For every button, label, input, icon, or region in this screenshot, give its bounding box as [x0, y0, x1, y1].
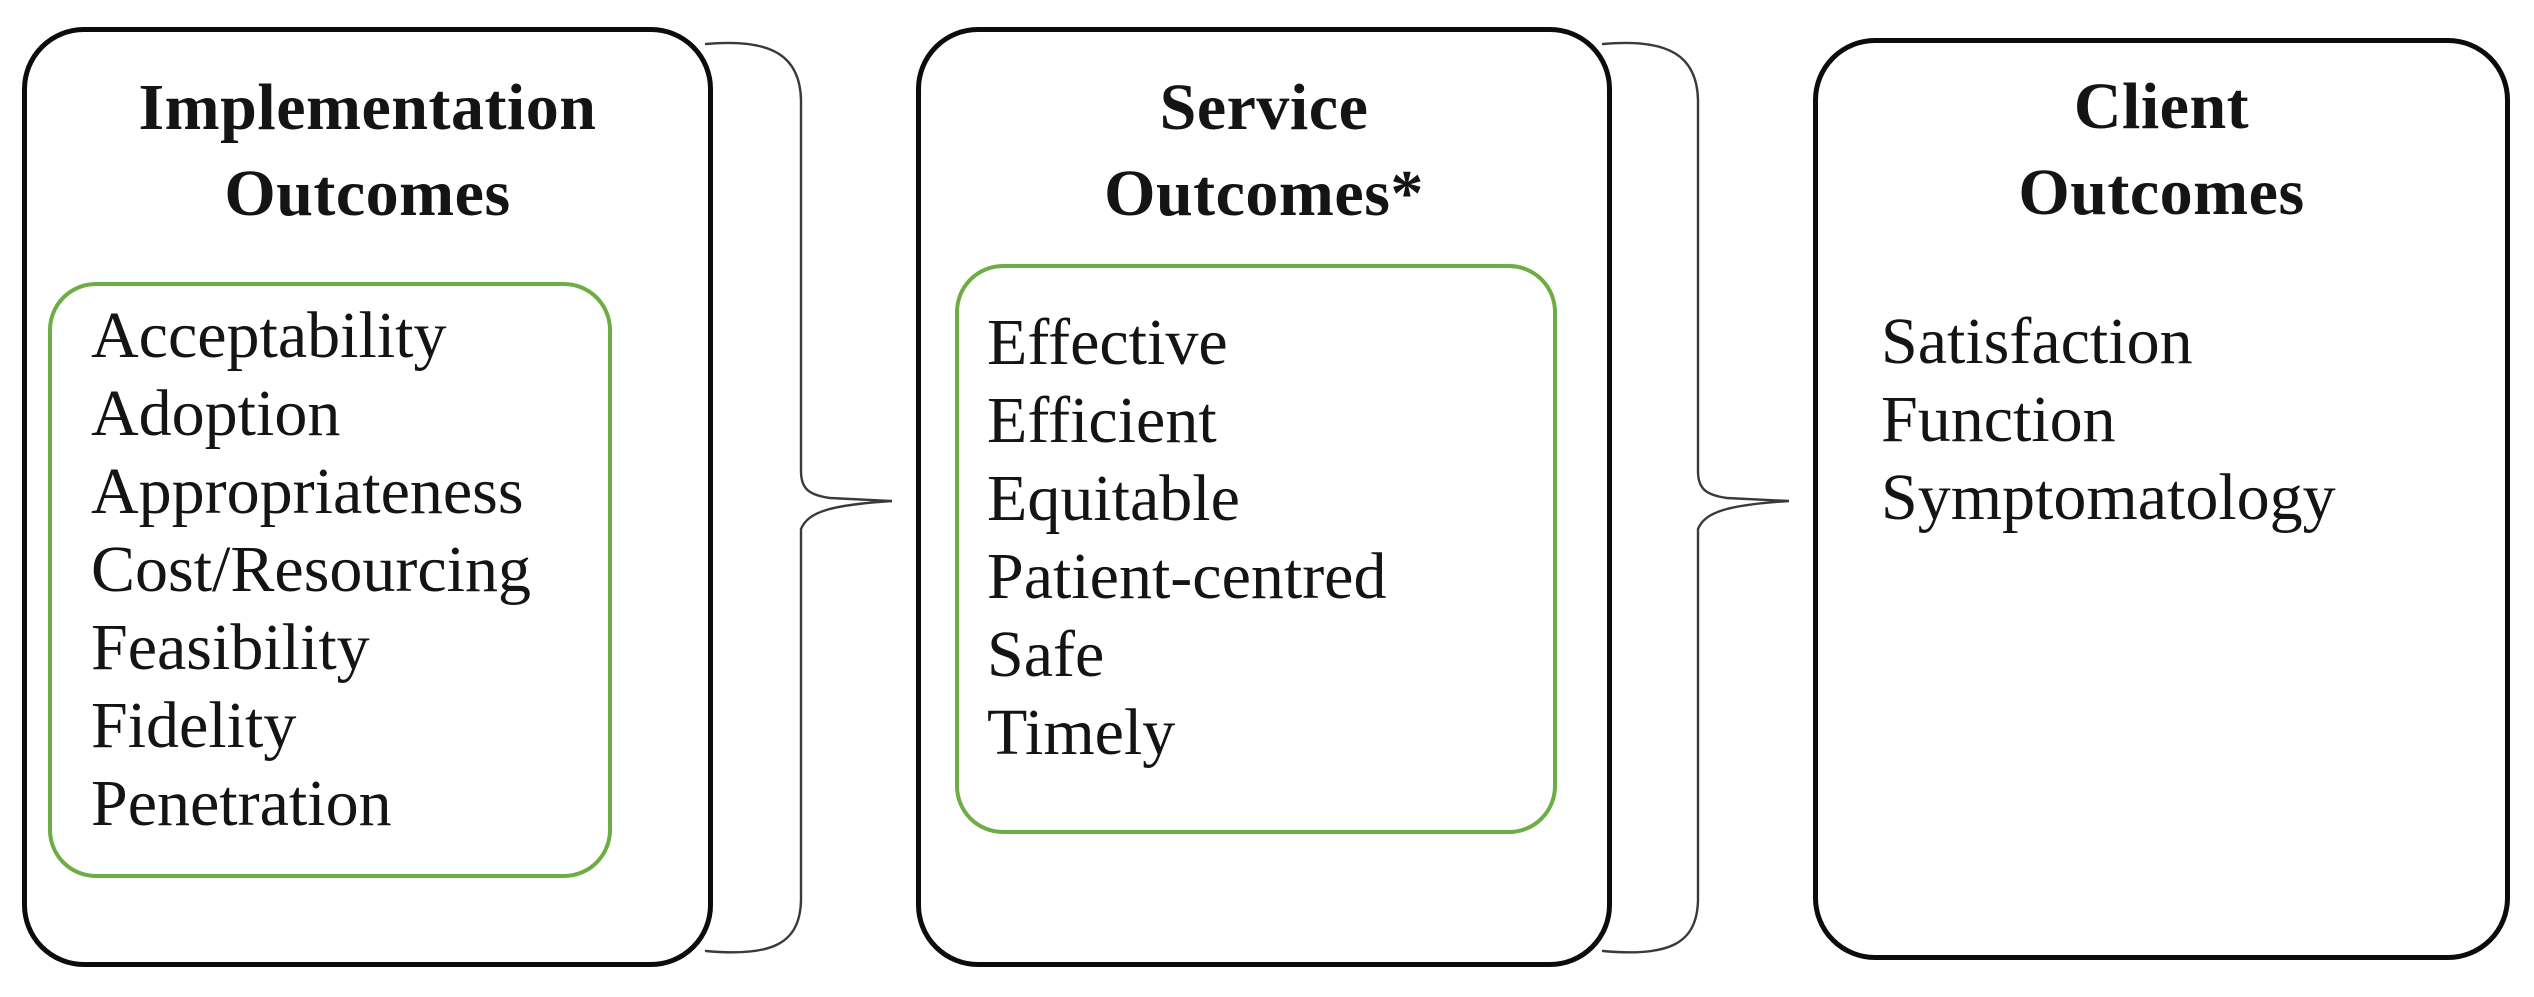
- outcome-item: Acceptability: [91, 299, 447, 372]
- outcome-item: Function: [1881, 383, 2116, 456]
- outcome-item: Fidelity: [91, 689, 297, 762]
- outcome-item: Cost/Resourcing: [91, 533, 531, 606]
- outcome-item: Penetration: [91, 767, 392, 840]
- outcome-item: Timely: [987, 696, 1176, 769]
- box-title-line: Implementation: [138, 71, 597, 144]
- box-title-line: Client: [2073, 70, 2250, 143]
- outcome-item: Feasibility: [91, 611, 370, 684]
- curly-brace-icon-1: [704, 41, 893, 954]
- box-title-line: Service: [1159, 71, 1369, 144]
- outcome-item: Equitable: [987, 462, 1240, 535]
- outcome-item: Efficient: [987, 384, 1217, 457]
- outcome-item: Effective: [987, 306, 1228, 379]
- box-title: Client Outcomes: [1818, 64, 2505, 236]
- box-title: Implementation Outcomes: [27, 65, 708, 237]
- outcome-item: Patient-centred: [987, 540, 1387, 613]
- box-title-line: Outcomes: [224, 157, 511, 230]
- outcome-item: Satisfaction: [1881, 305, 2193, 378]
- outcome-item: Safe: [987, 618, 1105, 691]
- outcome-item: Symptomatology: [1881, 461, 2336, 534]
- box-title-line: Outcomes*: [1104, 157, 1424, 230]
- box-title: Service Outcomes*: [921, 65, 1607, 237]
- outcome-item: Appropriateness: [91, 455, 524, 528]
- curly-brace-icon-2: [1601, 41, 1790, 954]
- outcome-item: Adoption: [91, 377, 341, 450]
- box-title-line: Outcomes: [2018, 156, 2305, 229]
